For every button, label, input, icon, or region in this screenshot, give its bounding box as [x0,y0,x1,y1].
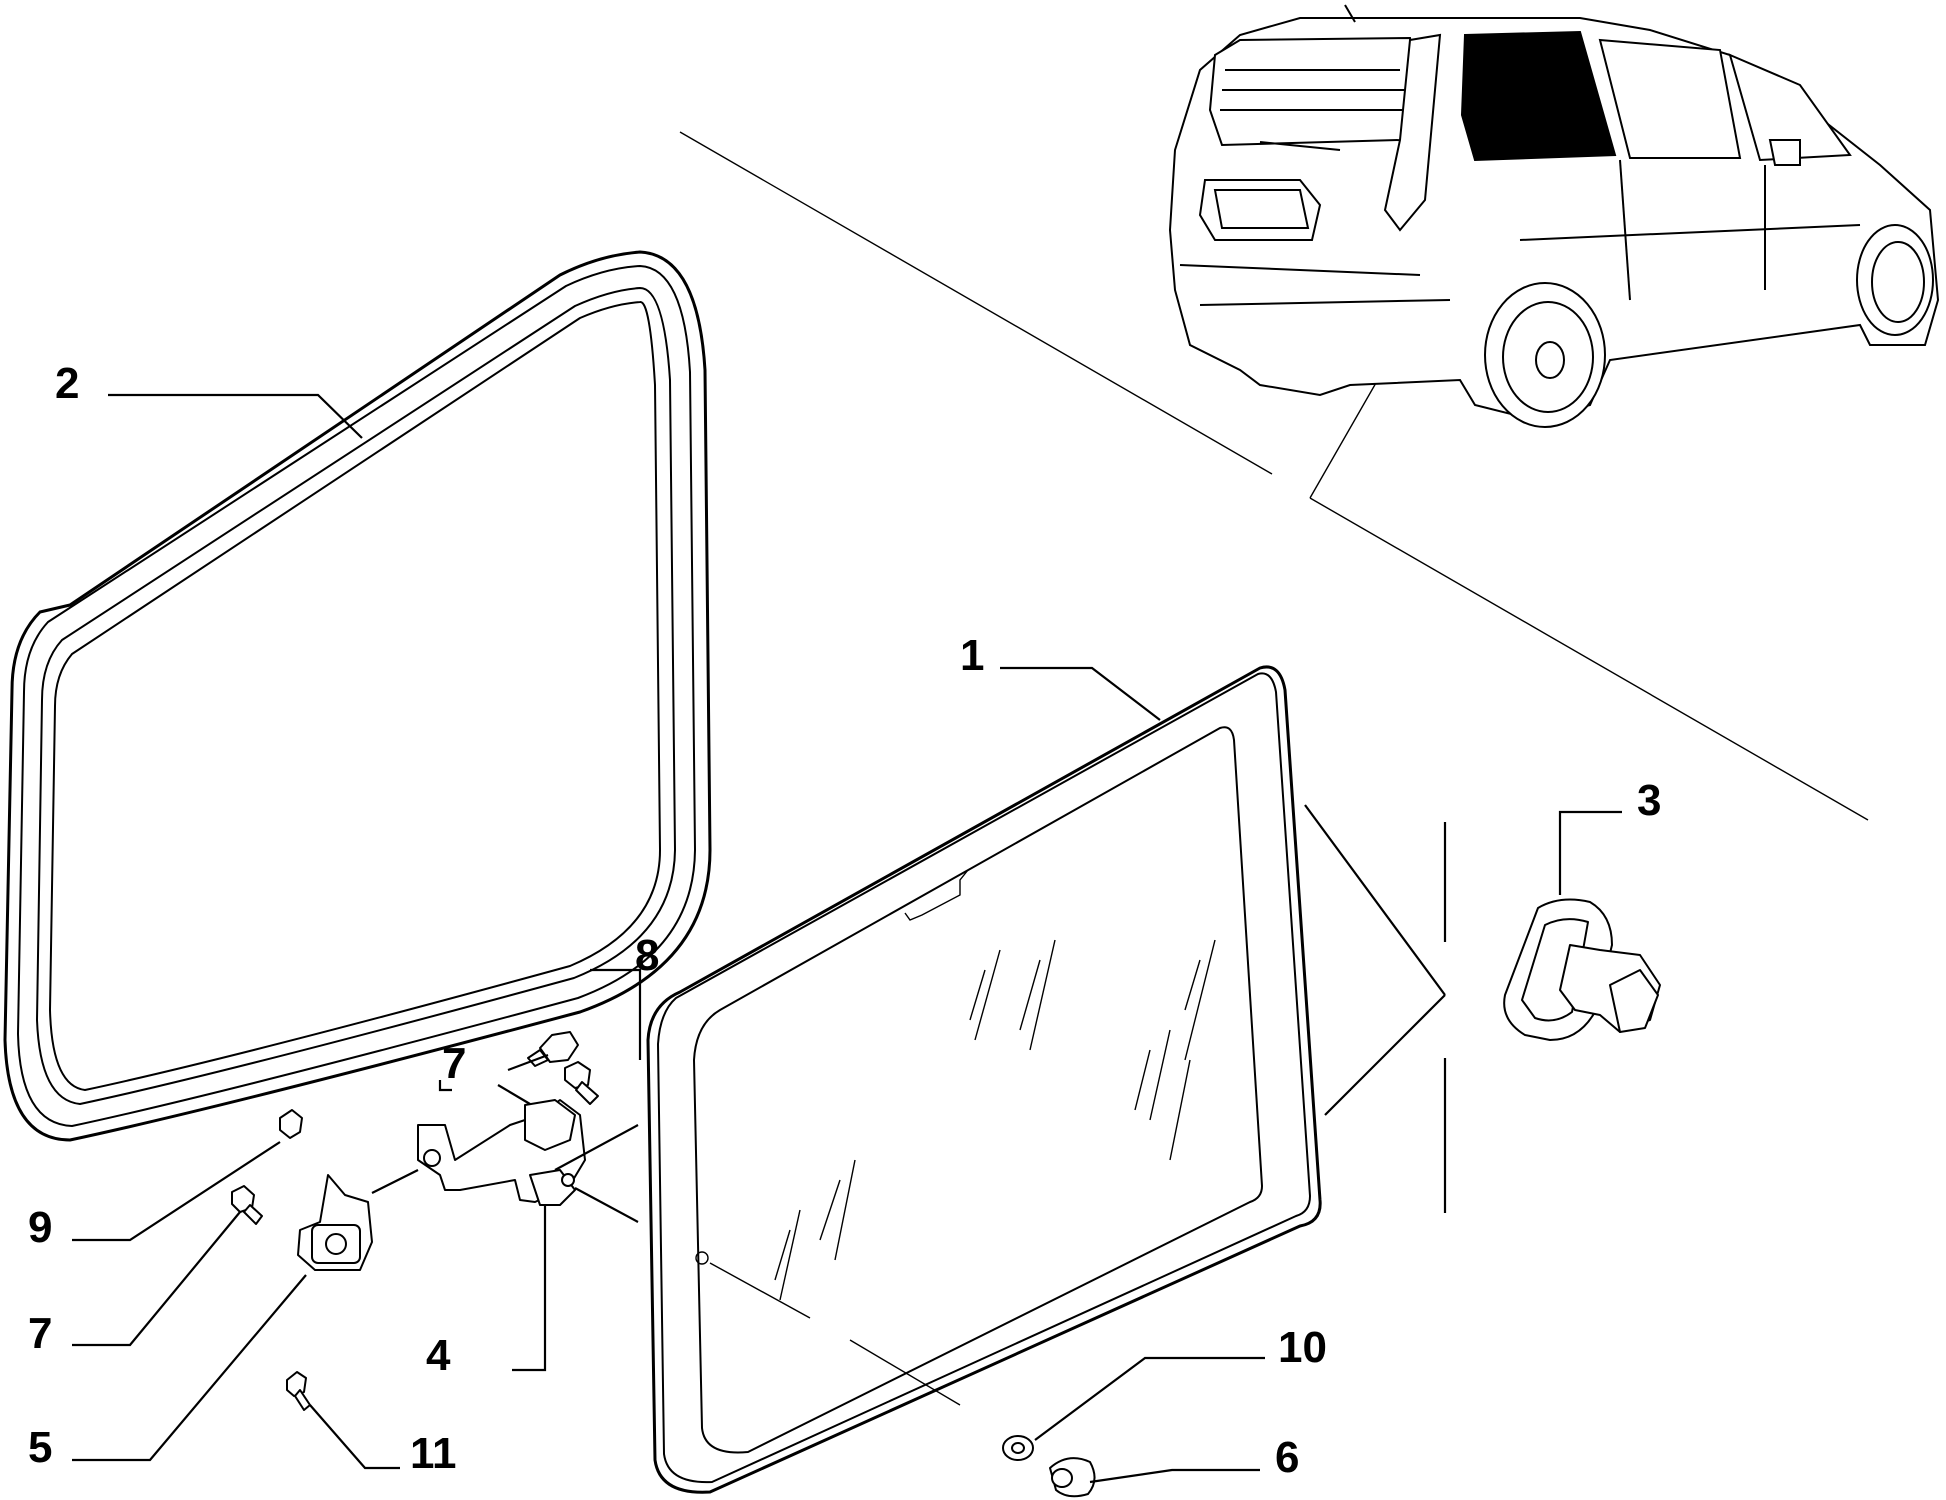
window-glass-icon [646,665,1322,1494]
callout-labels: 1 2 3 4 5 6 7 7 8 9 10 11 [28,359,1661,1482]
callout-2: 2 [55,359,79,408]
callout-1: 1 [960,631,984,680]
callout-8: 8 [635,931,659,980]
callout-6: 6 [1275,1433,1299,1482]
callout-4: 4 [426,1331,451,1380]
window-seal-icon [3,250,712,1142]
callout-9: 9 [28,1203,52,1252]
callout-7b: 7 [28,1309,52,1358]
hinge-icon [417,1099,586,1206]
bracket-icon [297,1174,373,1271]
minivan-rear-view-icon [1168,4,1940,428]
leader-lines [72,393,1622,1484]
screw-icon [231,1031,1096,1498]
callout-11: 11 [410,1429,457,1478]
callout-5: 5 [28,1423,52,1472]
clip-icon [1304,804,1661,1213]
callout-10: 10 [1278,1323,1327,1372]
callout-7a: 7 [442,1039,466,1088]
callout-3: 3 [1637,776,1661,825]
